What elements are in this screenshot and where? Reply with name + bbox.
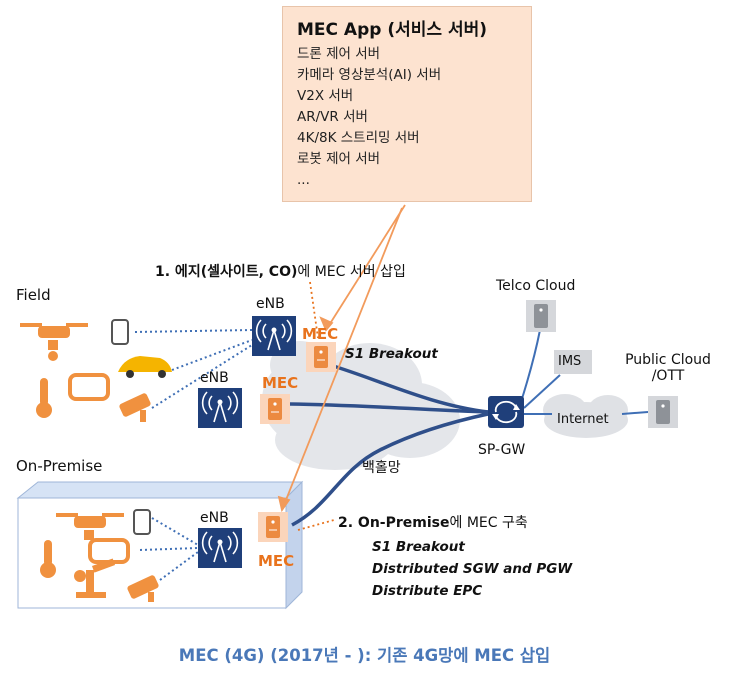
- internet-cloud: [543, 394, 628, 438]
- telco-cloud-server-icon: [526, 300, 556, 332]
- internet-label: Internet: [557, 412, 609, 427]
- robot-arm-icon: [74, 558, 116, 598]
- device-links: [134, 329, 253, 581]
- app-item: AR/VR 서버: [297, 109, 368, 125]
- mec-app-box: MEC App (서비스 서버) 드론 제어 서버 카메라 영상분석(AI) 서…: [282, 6, 532, 202]
- backhaul-links: [289, 363, 489, 527]
- mec-server-icon: [306, 342, 336, 372]
- ims-label: IMS: [558, 354, 582, 369]
- enb-label: eNB: [256, 296, 285, 312]
- mec-app-title: MEC App (서비스 서버): [297, 20, 487, 40]
- telco-cloud-label: Telco Cloud: [496, 278, 576, 294]
- mec-label: MEC: [258, 552, 295, 570]
- drone-icon: [20, 323, 88, 361]
- thermometer-icon: [40, 540, 56, 578]
- on-premise-box: [16, 480, 304, 610]
- onprem-feature: Distribute EPC: [372, 583, 483, 599]
- onprem-build-rest: 에 MEC 구축: [449, 515, 528, 531]
- mec-label: MEC: [302, 325, 339, 343]
- on-premise-label: On-Premise: [16, 457, 103, 475]
- drone-icon: [56, 513, 124, 540]
- onprem-feature: Distributed SGW and PGW: [372, 561, 573, 577]
- enb-tower-icon: [198, 388, 242, 428]
- app-item: 로봇 제어 서버: [297, 151, 381, 167]
- mec-server-icon: [260, 394, 290, 424]
- app-item: 4K/8K 스트리밍 서버: [297, 130, 420, 146]
- phone-icon: [133, 509, 151, 535]
- enb-label: eNB: [200, 510, 229, 526]
- figure-caption: MEC (4G) (2017년 - ): 기존 4G망에 MEC 삽입: [178, 646, 551, 665]
- onprem-feature-list: S1 Breakout Distributed SGW and PGW Dist…: [372, 536, 572, 602]
- sp-gw-label: SP-GW: [478, 442, 526, 458]
- edge-insert-bold: 1. 에지(셀사이트, CO): [155, 264, 298, 280]
- app-item: V2X 서버: [297, 88, 354, 104]
- s1-breakout-label: S1 Breakout: [345, 346, 438, 362]
- mec-label: MEC: [262, 374, 299, 392]
- cctv-camera-icon: [119, 393, 151, 422]
- backhaul-label: 백홀망: [362, 460, 401, 476]
- field-label: Field: [16, 286, 51, 304]
- thermometer-icon: [36, 378, 52, 418]
- app-arrows: [277, 204, 406, 513]
- public-cloud-line1: Public Cloud: [625, 352, 711, 368]
- onprem-feature: S1 Breakout: [372, 539, 465, 555]
- onprem-build-note: 2. On-Premise에 MEC 구축: [338, 512, 528, 532]
- edge-insert-rest: 에 MEC 서버 삽입: [297, 264, 406, 280]
- public-cloud-label: Public Cloud /OTT: [616, 352, 720, 384]
- public-cloud-server-icon: [648, 396, 678, 428]
- app-item: ...: [297, 172, 310, 188]
- annotation-links: [297, 281, 335, 531]
- car-icon: [118, 356, 172, 378]
- onprem-build-bold: 2. On-Premise: [338, 515, 450, 531]
- enb-tower-icon: [198, 528, 242, 568]
- mec-server-icon: [258, 512, 288, 542]
- public-cloud-line2: /OTT: [651, 368, 685, 384]
- enb-label: eNB: [200, 370, 229, 386]
- edge-insert-note: 1. 에지(셀사이트, CO)에 MEC 서버 삽입: [155, 261, 406, 281]
- vr-headset-icon: [68, 373, 110, 401]
- cctv-camera-icon: [127, 575, 159, 602]
- sp-gw-router-icon: [488, 396, 524, 428]
- app-item: 드론 제어 서버: [297, 46, 381, 62]
- phone-icon: [111, 319, 129, 345]
- app-item: 카메라 영상분석(AI) 서버: [297, 67, 442, 83]
- enb-tower-icon: [252, 316, 296, 356]
- ims-box: [554, 350, 592, 374]
